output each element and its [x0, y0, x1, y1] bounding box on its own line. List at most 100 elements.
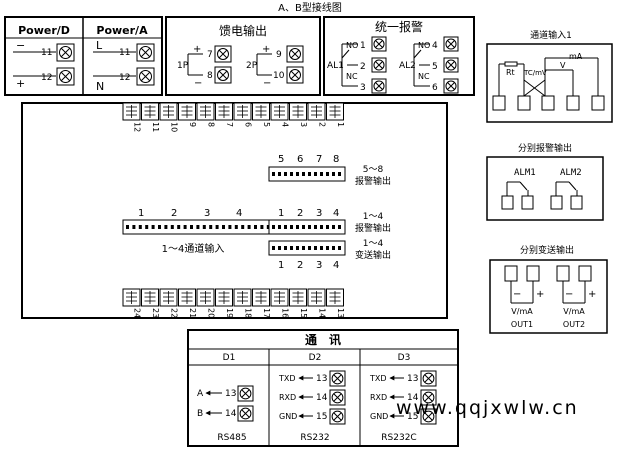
connector-pin: [202, 225, 206, 229]
terminal: 20: [196, 288, 216, 318]
terminal-screw: [237, 385, 254, 402]
ci-v: V: [560, 61, 566, 70]
feed-num-1p-plus: 7: [207, 50, 213, 60]
connector-pin: [320, 225, 323, 229]
terminal-number: 6: [244, 122, 253, 127]
terminal-screw: [420, 408, 437, 425]
connector-pin: [234, 225, 238, 229]
connector-pin: [164, 225, 168, 229]
comm-block: 通 讯 D1 D2 D3 A 13 B 14 RS485 TXD 13 RXD …: [187, 329, 459, 447]
terminal: 21: [178, 288, 197, 318]
al1-nc: NC: [346, 72, 358, 81]
power-d-label: Power/D: [18, 24, 70, 37]
connector-pin: [284, 225, 287, 229]
terminal-number: 12: [133, 122, 142, 132]
d2-sig-rxd: RXD: [279, 393, 296, 402]
al2-no: NO: [418, 41, 430, 50]
out2-plus: +: [588, 289, 596, 300]
separate-alarm-block: 分别报警输出 ALM1 ALM2: [486, 142, 604, 221]
power-a-num-1: 11: [119, 48, 130, 58]
d2-sig-txd: TXD: [278, 374, 296, 383]
trans-num-1: 1: [278, 260, 284, 271]
channel-input-title: 通道输入1: [530, 29, 572, 41]
terminal: 23: [141, 288, 160, 318]
unified-alarm-block: 统一报警 AL1 NO NC 1 2 3 AL2 NO NC 4 5 6: [323, 16, 475, 96]
connector-pin: [196, 225, 200, 229]
alarm14-num-2: 2: [297, 208, 303, 219]
d1-proto: RS485: [217, 433, 246, 443]
terminal-number: 19: [225, 308, 234, 318]
alm1-label: ALM1: [514, 168, 536, 178]
out2-label: OUT2: [563, 320, 585, 329]
connector-pin: [177, 225, 181, 229]
feed-minus-2: −: [263, 78, 271, 89]
out1-plus: +: [536, 289, 544, 300]
ci-ma: mA: [569, 52, 583, 61]
connector-pin: [215, 225, 219, 229]
al2-num-3: 6: [432, 83, 438, 93]
sep-alarm-title: 分别报警输出: [518, 142, 572, 154]
diagram-title: A、B型接线图: [278, 1, 342, 14]
connector-pin: [278, 246, 281, 250]
alarm58-label-b: 报警输出: [355, 175, 391, 187]
terminal: 7: [215, 102, 234, 127]
al2-num-1: 4: [432, 41, 438, 51]
connector-pin: [228, 225, 232, 229]
connector-pin: [158, 225, 161, 229]
terminal-screw: [329, 408, 346, 425]
terminal-box: [550, 195, 563, 210]
terminal-box: [556, 265, 570, 282]
power-d-sign-2: +: [16, 77, 25, 90]
d1-sig-b: B: [197, 409, 203, 419]
connector-pin: [326, 246, 329, 250]
connector-pin: [126, 225, 129, 229]
terminal-number: 16: [281, 308, 290, 318]
terminal: 12: [122, 102, 142, 132]
connector-pin: [254, 225, 257, 229]
alm2-label: ALM2: [560, 168, 582, 178]
d2-num-15: 15: [316, 412, 327, 422]
trans-num-3: 3: [316, 260, 322, 271]
connector-pin: [302, 172, 305, 176]
terminal-screw: [329, 370, 346, 387]
power-d-num-1: 11: [41, 48, 52, 58]
terminal-box: [578, 265, 592, 282]
connector-pin: [222, 225, 225, 229]
sep-trans-title: 分别变送输出: [520, 244, 574, 256]
al1-label: AL1: [327, 61, 344, 71]
d2-num-14: 14: [316, 393, 328, 403]
terminal-number: 5: [262, 122, 271, 127]
out1-label: OUT1: [511, 320, 533, 329]
al1-num-2: 2: [360, 62, 366, 72]
al1-num-1: 1: [360, 41, 366, 51]
connector-pin: [278, 172, 281, 176]
d2-sig-gnd: GND: [279, 412, 297, 421]
alarm14-num-4: 4: [333, 208, 339, 219]
ch-num-4: 4: [236, 208, 242, 219]
terminal-box: [570, 195, 583, 210]
alarm58-num-2: 6: [297, 154, 303, 165]
terminal-number: 7: [225, 122, 234, 127]
d3-num-13: 13: [407, 374, 418, 384]
d2-proto: RS232: [300, 433, 329, 443]
connector-pin: [338, 246, 341, 250]
d3-sig-txd: TXD: [369, 374, 387, 383]
connector-pin: [278, 225, 281, 229]
terminal-box: [517, 95, 531, 111]
connector-pin: [320, 172, 323, 176]
al1-num-3: 3: [360, 83, 366, 93]
d3-sig-rxd: RXD: [370, 393, 387, 402]
alarm14-label-b: 报警输出: [355, 222, 391, 234]
al1-no: NO: [346, 41, 358, 50]
connector-pin: [151, 225, 155, 229]
terminal-screw: [443, 36, 459, 52]
terminal: 15: [289, 288, 308, 318]
connector-pin: [266, 225, 270, 229]
d3-proto: RS232C: [381, 433, 416, 443]
terminal-number: 9: [188, 122, 197, 127]
terminal-screw: [443, 57, 459, 73]
power-block: Power/D Power/A − 11 + 12 L 11 N 12: [4, 16, 163, 96]
connector-pin: [132, 225, 136, 229]
connector-pin: [326, 225, 329, 229]
